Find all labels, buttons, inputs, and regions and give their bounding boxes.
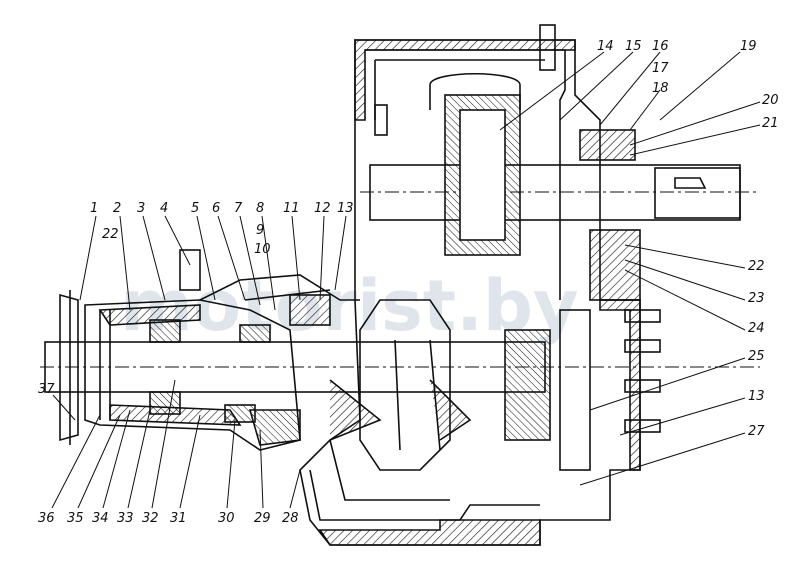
- callout-16: 16: [652, 39, 669, 54]
- callout-11: 11: [283, 201, 300, 216]
- callout-10: 10: [254, 242, 271, 257]
- callout-35: 35: [67, 511, 84, 526]
- callout-7: 7: [234, 201, 243, 216]
- callout-9: 9: [256, 223, 264, 238]
- callout-13: 13: [337, 201, 354, 216]
- callout-22-left: 22: [102, 227, 119, 242]
- callout-36: 36: [38, 511, 55, 526]
- callout-4: 4: [160, 201, 168, 216]
- callout-25: 25: [748, 349, 765, 364]
- callout-15: 15: [625, 39, 642, 54]
- callout-13-right: 13: [748, 389, 765, 404]
- callout-31: 31: [170, 511, 187, 526]
- callout-18: 18: [652, 81, 669, 96]
- callout-14: 14: [597, 39, 614, 54]
- callout-21: 21: [762, 116, 779, 131]
- callout-23: 23: [748, 291, 765, 306]
- callout-12: 12: [314, 201, 331, 216]
- callout-29: 29: [254, 511, 271, 526]
- callout-24: 24: [748, 321, 765, 336]
- callout-17: 17: [652, 61, 669, 76]
- housing-outline: [40, 24, 760, 546]
- callout-3: 3: [137, 201, 145, 216]
- callout-28: 28: [282, 511, 299, 526]
- callout-8: 8: [256, 201, 264, 216]
- callout-33: 33: [117, 511, 134, 526]
- callout-22-right: 22: [748, 259, 765, 274]
- callout-20: 20: [762, 93, 779, 108]
- callout-30: 30: [218, 511, 235, 526]
- callout-5: 5: [191, 201, 199, 216]
- callout-27: 27: [748, 424, 765, 439]
- callout-labels: 1 2 3 4 5 6 7 8 9 10 11 12 13 14 15 16 1…: [38, 39, 779, 526]
- callout-32: 32: [142, 511, 159, 526]
- callout-2: 2: [113, 201, 121, 216]
- callout-6: 6: [212, 201, 220, 216]
- leader-lines: [51, 51, 761, 509]
- callout-37: 37: [38, 382, 55, 397]
- callout-34: 34: [92, 511, 109, 526]
- callout-1: 1: [90, 201, 98, 216]
- callout-19: 19: [740, 39, 757, 54]
